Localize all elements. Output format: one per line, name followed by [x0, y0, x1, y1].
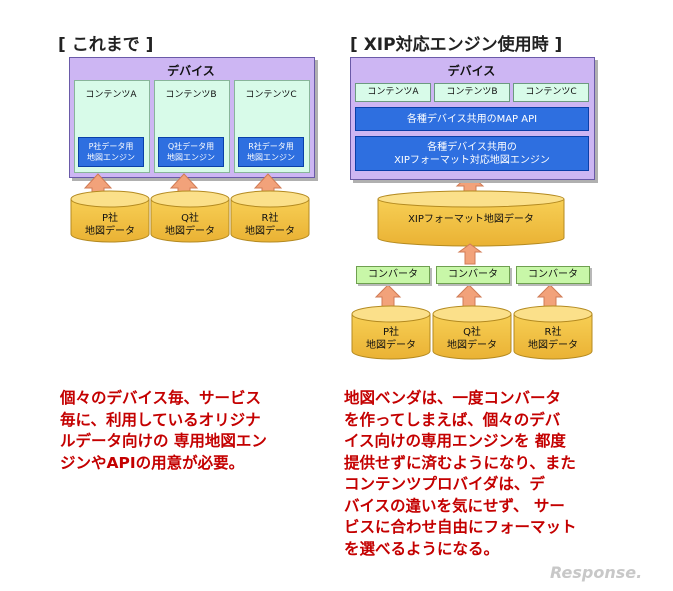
note-line: ジンやAPIの用意が必要。 [60, 453, 245, 472]
left-content-label: コンテンツA [85, 90, 137, 100]
note-line: ビスに合わせ自由にフォーマット [344, 518, 577, 536]
engine-line-2: 地図エンジン [87, 153, 135, 162]
xip-db-label: XIPフォーマット地図データ [408, 214, 534, 225]
engine-line-2: 地図エンジン [247, 153, 295, 162]
right-content-chip: コンテンツC [513, 83, 589, 102]
left-content-label: コンテンツC [245, 90, 297, 100]
right-db-label: P社 地図データ [352, 326, 430, 352]
db-name: Q社 [463, 327, 481, 338]
left-heading: [ これまで ] [58, 35, 154, 55]
left-db-label: P社 地図データ [71, 212, 149, 238]
db-type: 地図データ [165, 226, 215, 237]
engine-line-1: Q社データ用 [167, 142, 215, 151]
note-line: イス向けの専用エンジンを 都度 [344, 432, 566, 450]
database-cylinder-icon [70, 190, 150, 243]
right-content-chip: コンテンツB [434, 83, 510, 102]
database-cylinder-icon [230, 190, 310, 243]
left-device-label: デバイス [167, 64, 215, 78]
converter-box: コンバータ [356, 266, 430, 284]
right-content-chip: コンテンツA [355, 83, 431, 102]
note-line: ルデータ向けの 専用地図エン [60, 432, 267, 450]
engine-line-2: 地図エンジン [167, 153, 215, 162]
up-arrow-icon [457, 243, 483, 265]
database-cylinder-icon [432, 305, 512, 360]
left-engine-box: P社データ用地図エンジン [78, 137, 144, 167]
database-cylinder-icon [513, 305, 593, 360]
engine-line-2: XIPフォーマット対応地図エンジン [394, 154, 550, 166]
converter-box: コンバータ [436, 266, 510, 284]
engine-line-1: R社データ用 [248, 142, 294, 151]
note-line: 地図ベンダは、一度コンバータ [344, 389, 562, 407]
map-api-bar: 各種デバイス共用のMAP API [355, 107, 589, 131]
db-type: 地図データ [85, 226, 135, 237]
engine-line-1: 各種デバイス共用の [427, 141, 517, 153]
db-name: R社 [544, 327, 562, 338]
note-line: 個々のデバイス毎、サービス [60, 389, 262, 407]
response-logo: Response. [550, 563, 643, 582]
note-line: バイスの違いを気にせず、 サー [344, 496, 565, 515]
note-line: 提供せずに済むようになり、また [344, 453, 576, 472]
note-line: 毎に、利用しているオリジナ [60, 410, 261, 429]
note-line: コンテンツプロバイダは、デ [344, 475, 545, 493]
left-note: 個々のデバイス毎、サービス 毎に、利用しているオリジナ ルデータ向けの 専用地図… [60, 388, 267, 474]
right-db-label: R社 地図データ [514, 326, 592, 352]
db-name: P社 [382, 327, 400, 338]
db-name: P社 [101, 213, 119, 224]
database-cylinder-icon [377, 190, 565, 247]
right-device-label: デバイス [447, 64, 496, 78]
converter-box: コンバータ [516, 266, 590, 284]
left-db-label: Q社 地図データ [151, 212, 229, 238]
right-heading: [ XIP対応エンジン使用時 ] [350, 35, 563, 55]
database-cylinder-icon [351, 305, 431, 360]
engine-line-1: P社データ用 [88, 142, 134, 151]
right-note: 地図ベンダは、一度コンバータ を作ってしまえば、個々のデバ イス向けの専用エンジ… [344, 388, 577, 560]
db-type: 地図データ [245, 226, 295, 237]
left-engine-box: R社データ用地図エンジン [238, 137, 304, 167]
db-name: R社 [261, 213, 279, 224]
note-line: を選べるようになる。 [344, 539, 500, 558]
left-content-label: コンテンツB [165, 90, 217, 100]
db-type: 地図データ [528, 340, 578, 351]
left-db-label: R社 地図データ [231, 212, 309, 238]
note-line: を作ってしまえば、個々のデバ [344, 410, 561, 429]
db-type: 地図データ [447, 340, 497, 351]
right-db-label: Q社 地図データ [433, 326, 511, 352]
database-cylinder-icon [150, 190, 230, 243]
db-type: 地図データ [366, 340, 416, 351]
left-engine-box: Q社データ用地図エンジン [158, 137, 224, 167]
db-name: Q社 [181, 213, 199, 224]
